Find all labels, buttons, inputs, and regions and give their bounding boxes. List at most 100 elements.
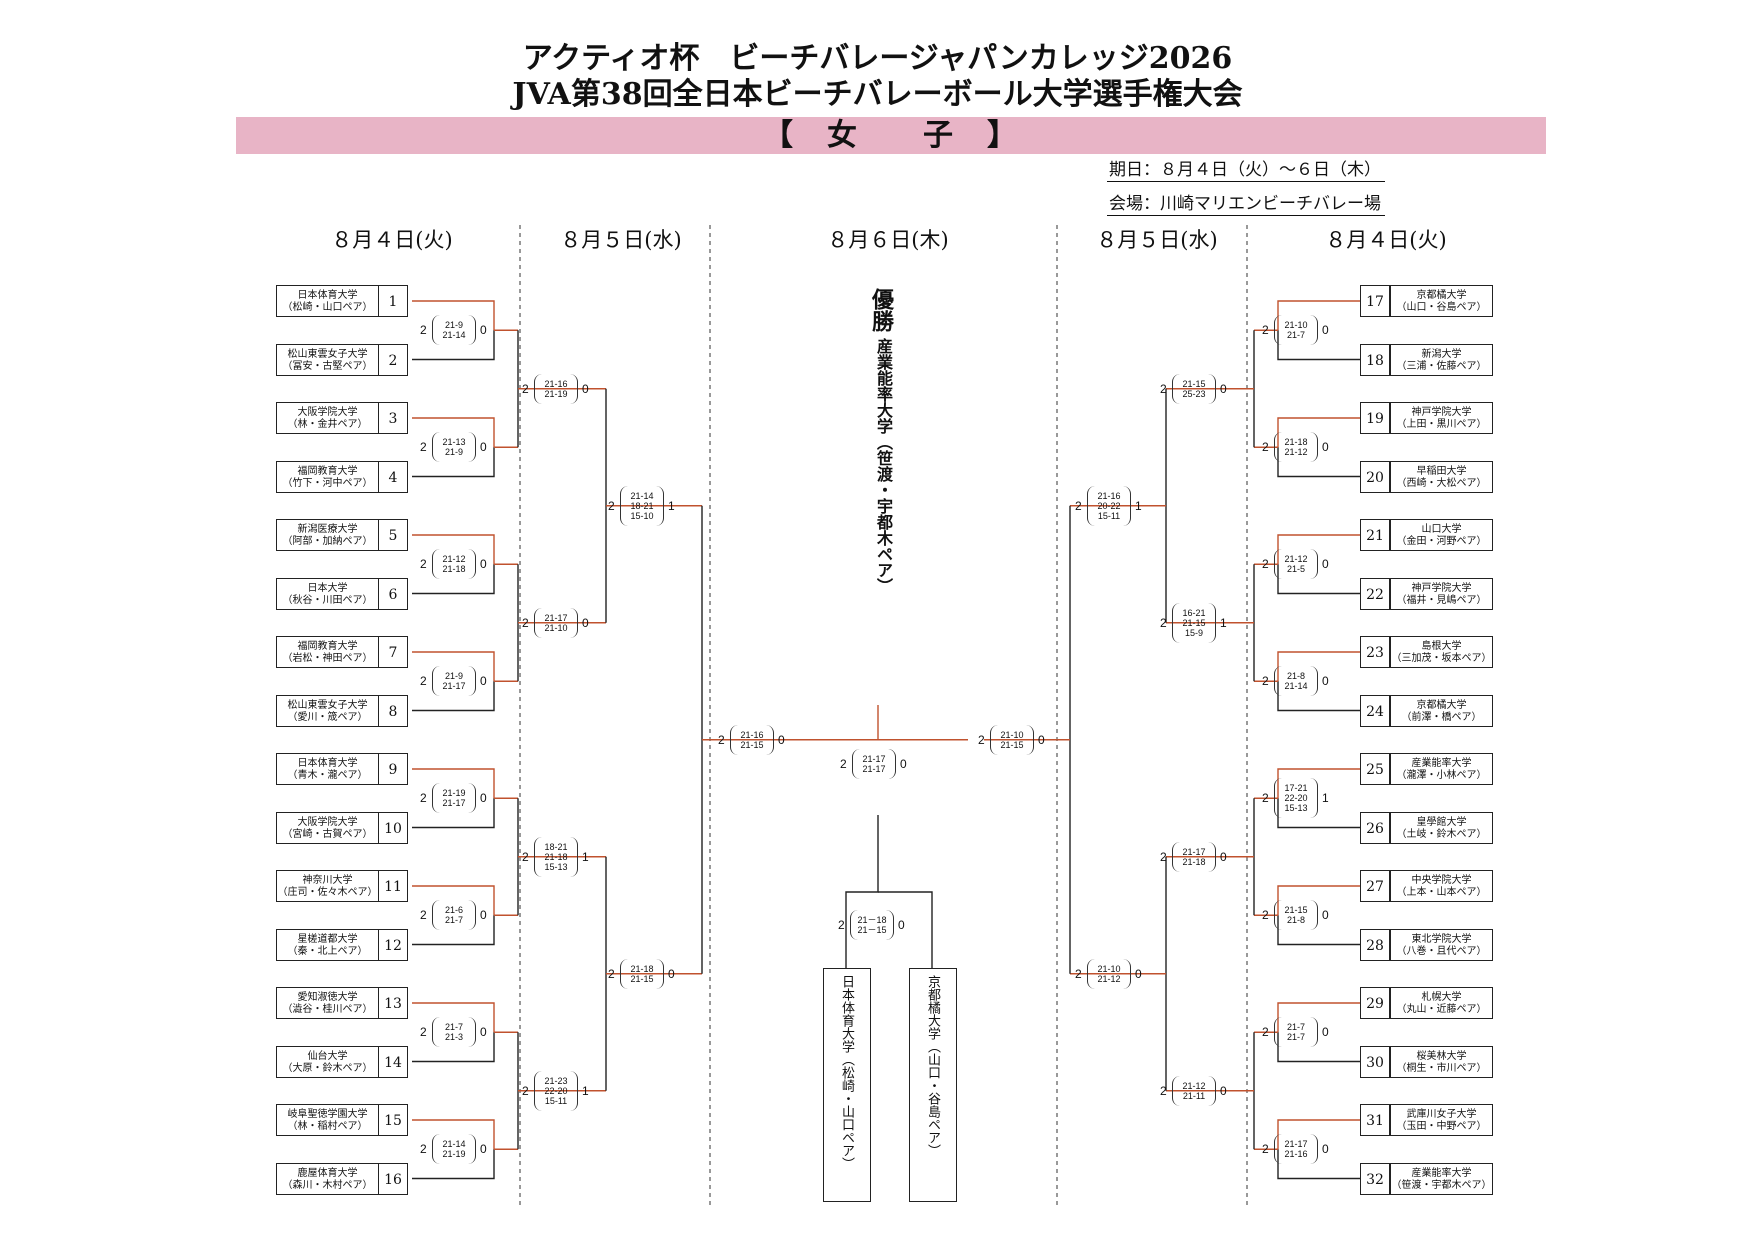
score-winner-sets: 2 (420, 908, 427, 923)
day-header-1: ８月４日(火) (331, 228, 453, 252)
seed-number: 31 (1360, 1104, 1390, 1136)
team-university: 大阪学院大学 (297, 816, 358, 828)
set-score: 15-11 (1097, 510, 1121, 521)
third-place-box-left: 日本体育大学（松崎・山口ペア） (823, 968, 871, 1202)
bracket-line (1277, 798, 1360, 829)
set-score: 21-6 (444, 905, 463, 916)
set-score: 21-7 (1286, 1032, 1305, 1043)
team-pair: （冨安・古堅ペア） (282, 360, 373, 372)
score-winner-sets: 2 (420, 440, 427, 455)
team-university: 新潟大学 (1421, 348, 1462, 360)
score-winner-sets: 2 (1262, 1142, 1269, 1157)
bracket-line (412, 651, 495, 682)
team-pair: （前澤・橋ペア） (1401, 711, 1482, 723)
score-winner-sets: 2 (608, 966, 615, 981)
seed-number: 29 (1360, 987, 1390, 1019)
set-score: 21-17 (862, 754, 886, 764)
seed-number: 9 (378, 753, 408, 785)
set-score: 18-21 (630, 500, 654, 511)
team-box: 京都橘大学（前澤・橋ペア） (1390, 694, 1493, 727)
score-loser-sets: 0 (668, 966, 675, 981)
seed-number: 14 (378, 1045, 408, 1078)
score-winner-sets: 2 (608, 498, 615, 513)
set-score: 15-13 (1284, 803, 1308, 814)
score-winner-sets: 2 (420, 1025, 427, 1040)
seed-number: 12 (378, 928, 408, 961)
team-pair: （竹下・河中ペア） (282, 477, 373, 489)
team-pair: （岩松・神田ペア） (282, 653, 373, 664)
day-header-4: ８月５日(水) (1096, 228, 1218, 252)
champion-label: 優勝 (868, 288, 894, 332)
set-score: 21-16 (740, 729, 764, 740)
score-loser-sets: 0 (1220, 849, 1227, 864)
seed-number: 28 (1360, 928, 1390, 961)
team-university: 星槎道都大学 (297, 933, 358, 945)
team-university: 山口大学 (1421, 524, 1462, 535)
team-university: 神戸学院大学 (1411, 407, 1472, 418)
set-score: 21-18 (1182, 856, 1206, 867)
team-box: 仙台大学（大原・鈴木ペア） (276, 1045, 379, 1078)
team-university: 松山東雲女子大学 (287, 699, 368, 711)
team-pair: （森川・木村ペア） (282, 1179, 373, 1191)
team-university: 愛知淑徳大学 (297, 992, 358, 1003)
team-pair: （玉田・中野ペア） (1396, 1121, 1487, 1132)
set-score: 21-18 (544, 851, 568, 862)
team-pair: （秦・北上ペア） (287, 945, 368, 957)
set-score: 21-12 (442, 554, 466, 565)
score-winner-sets: 2 (420, 1142, 427, 1157)
team-box: 神奈川大学（庄司・佐々木ペア） (276, 870, 379, 902)
set-score: 21-8 (1286, 915, 1305, 926)
team-box: 島根大学（三加茂・坂本ペア） (1390, 636, 1493, 668)
third-place-box-right: 京都橘大学（山口・谷島ペア） (909, 968, 957, 1202)
team-box: 愛知淑徳大学（澁谷・桂川ペア） (276, 987, 379, 1019)
score-loser-sets: 1 (1220, 615, 1227, 630)
third-place-left: 日本体育大学（松崎・山口ペア） (839, 975, 854, 1170)
team-pair: （松崎・山口ペア） (282, 302, 373, 313)
team-pair: （庄司・佐々木ペア） (277, 887, 378, 898)
set-score: 21-18 (442, 564, 466, 575)
team-box: 東北学院大学（八巻・且代ペア） (1390, 928, 1493, 961)
score-loser-sets: 0 (582, 615, 589, 630)
set-score: 16-21 (1182, 607, 1206, 618)
seed-number: 11 (378, 870, 408, 902)
score-loser-sets: 0 (1322, 908, 1329, 923)
team-pair: （上田・黒川ペア） (1396, 419, 1487, 430)
seed-number: 30 (1360, 1045, 1390, 1078)
team-pair: （林・金井ペア） (287, 419, 368, 430)
title-line-1: アクティオ杯 ビーチバレージャパンカレッジ2026 (522, 41, 1233, 76)
score-loser-sets: 0 (898, 918, 905, 932)
set-score: 21-11 (1182, 1090, 1206, 1101)
set-score: 21-14 (442, 1139, 466, 1150)
set-score: 22-20 (544, 1085, 568, 1096)
set-score: 21-17 (544, 612, 568, 623)
team-university: 札幌大学 (1421, 992, 1462, 1003)
seed-number: 27 (1360, 870, 1390, 902)
score-loser-sets: 1 (668, 498, 675, 513)
title-line-2: JVA第38回全日本ビーチバレーボール大学選手権大会 (512, 77, 1243, 112)
bracket-line (412, 798, 495, 829)
team-pair: （丸山・近藤ペア） (1396, 1004, 1487, 1015)
seed-number: 1 (378, 285, 408, 317)
score-winner-sets: 2 (522, 381, 529, 396)
score-winner-sets: 2 (420, 674, 427, 689)
third-place-line (878, 891, 933, 968)
set-score: 21-19 (442, 1149, 466, 1160)
